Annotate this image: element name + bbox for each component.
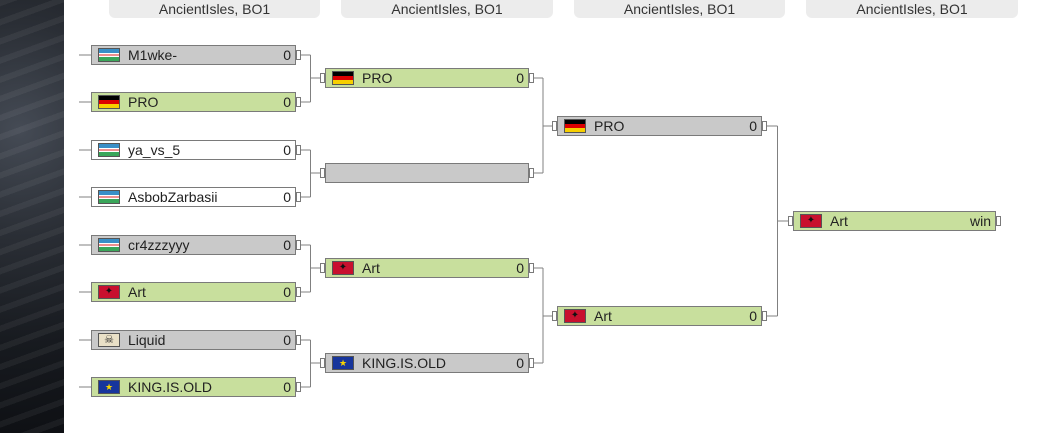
- uzbekistan-flag-icon: [98, 238, 120, 252]
- connector-nub: [296, 335, 301, 345]
- empty-player-slot[interactable]: [325, 163, 529, 183]
- connector-nub: [296, 240, 301, 250]
- connector-nub: [552, 311, 557, 321]
- player-name: AsbobZarbasii: [128, 189, 218, 205]
- player-score: 0: [516, 260, 524, 276]
- connector-nub: [762, 311, 767, 321]
- connector-nub: [552, 121, 557, 131]
- connector-nub: [296, 287, 301, 297]
- player-name: KING.IS.OLD: [128, 379, 213, 395]
- round-2-header: AncientIsles, BO1: [341, 0, 553, 18]
- round-3-header: AncientIsles, BO1: [574, 0, 785, 18]
- player-name: Liquid: [128, 332, 166, 348]
- connector-nub: [320, 73, 325, 83]
- player-score: 0: [283, 189, 291, 205]
- player-score: 0: [516, 70, 524, 86]
- player-score: win: [969, 213, 991, 229]
- albania-flag-icon: ✦: [332, 261, 354, 275]
- player-slot-pro[interactable]: PRO 0: [557, 116, 762, 136]
- connector-nub: [529, 168, 534, 178]
- player-score: 0: [283, 379, 291, 395]
- uzbekistan-flag-icon: [98, 190, 120, 204]
- player-slot-king-is-old[interactable]: ★ KING.IS.OLD 0: [325, 353, 529, 373]
- connector-nub: [296, 145, 301, 155]
- connector-nub: [320, 263, 325, 273]
- player-slot-cr4zzzyyy[interactable]: cr4zzzyyy 0: [91, 235, 296, 255]
- european-union-flag-icon: ★: [98, 380, 120, 394]
- player-slot-m1wke-[interactable]: M1wke- 0: [91, 45, 296, 65]
- pirate-flag-icon: ☠: [98, 333, 120, 347]
- player-slot-liquid[interactable]: ☠ Liquid 0: [91, 330, 296, 350]
- player-slot-ya-vs-5[interactable]: ya_vs_5 0: [91, 140, 296, 160]
- albania-flag-icon: ✦: [800, 214, 822, 228]
- player-slot-king-is-old[interactable]: ★ KING.IS.OLD 0: [91, 377, 296, 397]
- bracket-connector-lines: [79, 54, 788, 388]
- player-score: 0: [516, 355, 524, 371]
- connector-nub: [296, 50, 301, 60]
- player-slot-art[interactable]: ✦ Art 0: [325, 258, 529, 278]
- connector-nub: [762, 121, 767, 131]
- connector-nub: [529, 263, 534, 273]
- uzbekistan-flag-icon: [98, 143, 120, 157]
- european-union-flag-icon: ★: [332, 356, 354, 370]
- player-slot-art[interactable]: ✦ Art 0: [557, 306, 762, 326]
- connector-nub: [296, 382, 301, 392]
- connector-nub: [296, 192, 301, 202]
- player-score: 0: [749, 308, 757, 324]
- player-name: PRO: [362, 70, 393, 86]
- player-name: KING.IS.OLD: [362, 355, 447, 371]
- uzbekistan-flag-icon: [98, 48, 120, 62]
- player-slot-asbobzarbasii[interactable]: AsbobZarbasii 0: [91, 187, 296, 207]
- round-1-header: AncientIsles, BO1: [109, 0, 320, 18]
- player-slot-art[interactable]: ✦ Art win: [793, 211, 996, 231]
- albania-flag-icon: ✦: [564, 309, 586, 323]
- player-name: Art: [830, 213, 848, 229]
- player-slot-art[interactable]: ✦ Art 0: [91, 282, 296, 302]
- background-artwork: [0, 0, 64, 433]
- connector-nub: [320, 168, 325, 178]
- connector-nub: [529, 73, 534, 83]
- player-score: 0: [283, 142, 291, 158]
- player-name: Art: [362, 260, 380, 276]
- germany-flag-icon: [98, 95, 120, 109]
- player-score: 0: [283, 332, 291, 348]
- player-slot-pro[interactable]: PRO 0: [91, 92, 296, 112]
- player-name: PRO: [594, 118, 625, 134]
- player-score: 0: [283, 94, 291, 110]
- player-name: Art: [128, 284, 146, 300]
- albania-flag-icon: ✦: [98, 285, 120, 299]
- tournament-bracket: AncientIsles, BO1 AncientIsles, BO1 Anci…: [64, 0, 1055, 433]
- germany-flag-icon: [564, 119, 586, 133]
- player-name: M1wke-: [128, 47, 178, 63]
- round-4-header: AncientIsles, BO1: [806, 0, 1018, 18]
- connector-nub: [788, 216, 793, 226]
- connector-nub: [296, 97, 301, 107]
- player-slot-pro[interactable]: PRO 0: [325, 68, 529, 88]
- connector-nub: [996, 216, 1001, 226]
- player-name: Art: [594, 308, 612, 324]
- connector-nub: [320, 358, 325, 368]
- germany-flag-icon: [332, 71, 354, 85]
- connector-nub: [529, 358, 534, 368]
- player-score: 0: [283, 47, 291, 63]
- player-score: 0: [283, 237, 291, 253]
- player-name: cr4zzzyyy: [128, 237, 190, 253]
- player-score: 0: [283, 284, 291, 300]
- player-score: 0: [749, 118, 757, 134]
- player-name: ya_vs_5: [128, 142, 181, 158]
- player-name: PRO: [128, 94, 159, 110]
